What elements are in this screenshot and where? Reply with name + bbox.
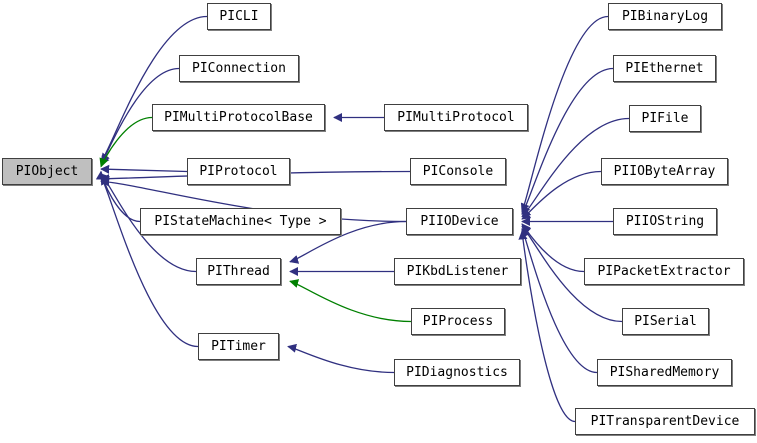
inheritance-edge-pifile-to-piiodevice (521, 117, 630, 218)
class-node-label: PIFile (641, 111, 689, 126)
class-node-label: PIDiagnostics (406, 365, 508, 380)
class-node-pifile[interactable]: PIFile (629, 105, 701, 132)
class-node-pidiagnostics[interactable]: PIDiagnostics (394, 359, 520, 386)
class-node-label: PIMultiProtocol (397, 110, 515, 125)
class-node-label: PISerial (634, 314, 697, 329)
class-node-pithread[interactable]: PIThread (196, 258, 281, 285)
class-node-piprotocol[interactable]: PIProtocol (187, 158, 290, 185)
class-node-piprocess[interactable]: PIProcess (411, 308, 505, 335)
class-node-label: PIMultiProtocolBase (164, 110, 313, 125)
class-node-pisharedmemory[interactable]: PISharedMemory (597, 359, 732, 386)
inheritance-edge-piiodevice-to-pithread (289, 220, 407, 264)
class-node-label: PITimer (211, 339, 266, 354)
inheritance-edge-picli-to-piobject (100, 15, 208, 163)
class-node-label: PIKbdListener (406, 264, 509, 279)
class-node-pimultiprotocol[interactable]: PIMultiProtocol (384, 104, 528, 131)
class-node-label: PISharedMemory (609, 365, 720, 380)
class-node-label: PIStateMachine< Type > (154, 214, 327, 229)
class-node-pitimer[interactable]: PITimer (198, 333, 279, 360)
class-node-label: PIProcess (422, 314, 494, 329)
inheritance-edge-pitransparentdevice-to-piiodevice (518, 230, 576, 423)
class-node-label: PIThread (207, 264, 270, 279)
class-node-label: PIEthernet (625, 61, 704, 76)
inheritance-edge-pisharedmemory-to-piiodevice (521, 227, 598, 374)
class-node-piserial[interactable]: PISerial (622, 308, 709, 335)
class-node-label: PIIODevice (420, 214, 499, 229)
inheritance-edge-pidiagnostics-to-pitimer (287, 343, 395, 374)
inheritance-edge-pipacketextractor-to-piiodevice (521, 223, 585, 273)
inheritance-edge-piiobytearray-to-piiodevice (521, 170, 602, 220)
inheritance-edge-pibinarylog-to-piiodevice (520, 15, 609, 213)
class-node-label: PIProtocol (199, 164, 278, 179)
class-node-piiostring[interactable]: PIIOString (613, 208, 717, 235)
class-node-piiodevice[interactable]: PIIODevice (406, 208, 513, 235)
class-node-label: PIIOByteArray (613, 164, 716, 179)
class-node-pimultiprotocolbase[interactable]: PIMultiProtocolBase (152, 104, 325, 131)
class-node-label: PIPacketExtractor (597, 264, 731, 279)
class-node-pikbdlistener[interactable]: PIKbdListener (394, 258, 521, 285)
class-node-label: PIBinaryLog (621, 9, 709, 24)
class-node-label: PIIOString (625, 214, 705, 229)
class-node-piobject[interactable]: PIObject (2, 158, 92, 185)
class-node-label: PICLI (219, 9, 259, 24)
inheritance-edge-piprocess-to-pithread (289, 279, 412, 323)
class-node-pitransparentdevice[interactable]: PITransparentDevice (575, 408, 755, 435)
inheritance-edge-pimultiprotocolbase-to-piobject (99, 116, 153, 168)
class-node-piconnection[interactable]: PIConnection (179, 55, 299, 82)
inheritance-edge-piiodevice-to-piobject (100, 177, 407, 223)
class-node-pipacketextractor[interactable]: PIPacketExtractor (584, 258, 744, 285)
class-node-piconsole[interactable]: PIConsole (410, 158, 506, 185)
class-node-pibinarylog[interactable]: PIBinaryLog (608, 3, 722, 30)
class-node-label: PIConnection (192, 61, 286, 76)
class-node-label: PIConsole (422, 164, 494, 179)
class-node-picli[interactable]: PICLI (207, 3, 271, 30)
class-node-pistatemachine[interactable]: PIStateMachine< Type > (140, 208, 341, 235)
class-node-piethernet[interactable]: PIEthernet (613, 55, 716, 82)
class-node-label: PIObject (15, 164, 79, 179)
class-node-piiobytearray[interactable]: PIIOByteArray (601, 158, 728, 185)
class-node-label: PITransparentDevice (590, 414, 740, 429)
inheritance-edge-piprotocol-to-piobject (100, 164, 188, 174)
inheritance-edge-pitimer-to-piobject (100, 175, 199, 348)
inheritance-edge-piethernet-to-piiodevice (521, 67, 614, 215)
